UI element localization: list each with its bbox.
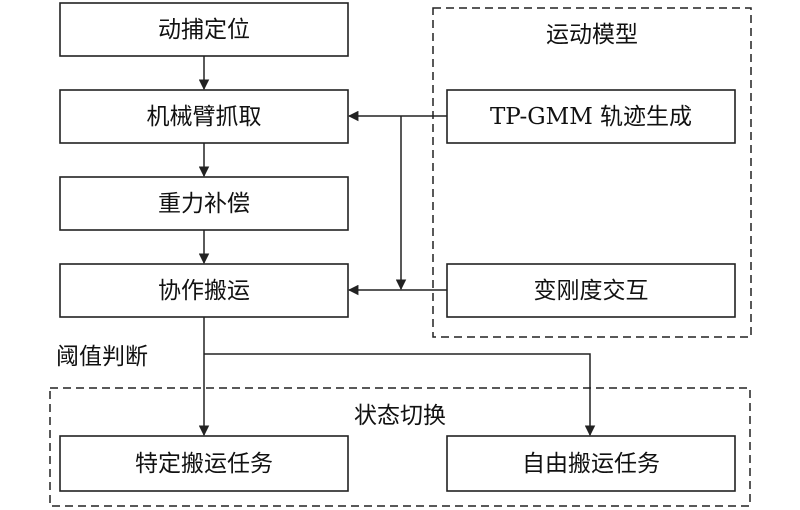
free-task-label: 自由搬运任务 xyxy=(522,451,660,477)
stiffness-label: 变刚度交互 xyxy=(534,278,649,304)
gravity-label: 重力补偿 xyxy=(158,191,250,217)
state-switch-label: 状态切换 xyxy=(354,403,446,429)
specific-task-label: 特定搬运任务 xyxy=(135,451,273,477)
state-switch-group xyxy=(49,387,751,507)
grasp-label: 机械臂抓取 xyxy=(147,104,262,130)
mocap-label: 动捕定位 xyxy=(158,17,250,43)
threshold-label: 阈值判断 xyxy=(56,344,148,370)
tpgmm-node xyxy=(446,89,736,144)
gravity-node xyxy=(59,176,349,231)
edge-carry-free xyxy=(204,353,596,437)
tpgmm-label: TP-GMM 轨迹生成 xyxy=(490,104,692,130)
mocap-node xyxy=(59,2,349,57)
stiffness-node xyxy=(446,263,736,318)
specific-task-node xyxy=(59,435,349,492)
motion-model-group xyxy=(432,7,752,338)
free-task-node xyxy=(446,435,736,492)
motion-model-label: 运动模型 xyxy=(546,22,638,48)
carry-label: 协作搬运 xyxy=(158,278,250,304)
